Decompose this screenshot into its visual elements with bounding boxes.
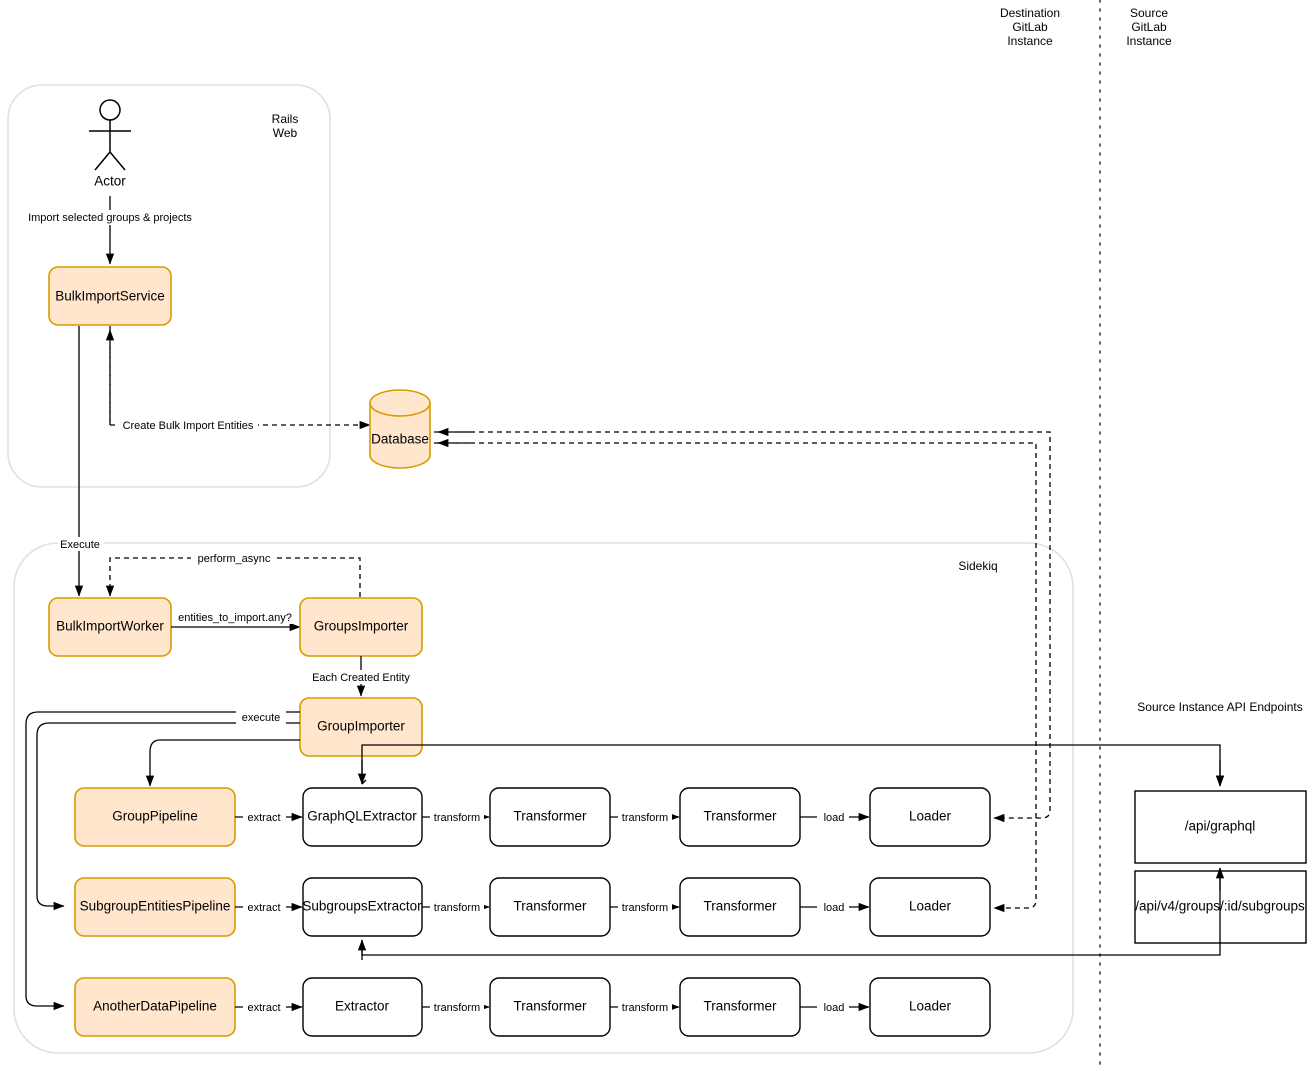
- edge-loader-r1-to-database: [434, 431, 1051, 823]
- edge-group-extract-label-bg: [243, 810, 286, 824]
- node-transformer-r3-b-label: Transformer: [703, 999, 777, 1014]
- zone-source-line3: Instance: [1126, 34, 1172, 48]
- edge-actor-to-service-label: Import selected groups & projects: [28, 212, 192, 224]
- node-group-importer[interactable]: [299, 697, 423, 757]
- node-loader-r2-label: Loader: [909, 899, 952, 914]
- zone-source-line1: Source: [1130, 6, 1168, 20]
- edge-execute-label: execute: [242, 712, 281, 724]
- node-bulk-import-service[interactable]: [48, 266, 172, 326]
- edge-graphql-extractor-to-api: [361, 744, 1225, 787]
- edge-groupimporter-to-subgroup-pipeline: [36, 722, 300, 911]
- edge-r2-transform-2-label: transform: [622, 902, 668, 914]
- node-loader-r1[interactable]: [869, 787, 991, 847]
- edge-entities-label-bg: [176, 610, 295, 624]
- edge-r2-transform-2-label-bg: [618, 900, 672, 914]
- container-sidekiq-label: Sidekiq: [958, 559, 997, 573]
- edge-each-entity-label: Each Created Entity: [312, 672, 410, 684]
- zone-source: Source GitLab Instance: [1126, 6, 1172, 48]
- node-transformer-r2-b-label: Transformer: [703, 899, 777, 914]
- edge-perform-async-label: perform_async: [198, 553, 271, 565]
- edge-r3-transform-1-label-bg: [430, 1000, 484, 1014]
- edge-r1-transform-1-label-bg: [430, 810, 484, 824]
- node-another-data-pipeline-label: AnotherDataPipeline: [93, 999, 217, 1014]
- edge-r3-transform-2-label: transform: [622, 1002, 668, 1014]
- node-transformer-r1-a-label: Transformer: [513, 809, 587, 824]
- node-loader-r3-label: Loader: [909, 999, 952, 1014]
- edge-actor-to-service-label-bg: [22, 210, 199, 225]
- edge-r3-load-label-bg: [817, 1000, 849, 1014]
- node-transformer-r1-b-label: Transformer: [703, 809, 777, 824]
- edge-r3-transform-2-label-bg: [618, 1000, 672, 1014]
- edge-r1-load-label: load: [824, 812, 845, 824]
- edge-service-to-database-label-bg: [118, 418, 258, 432]
- container-rails-web: [7, 84, 331, 488]
- node-bulk-import-worker-label: BulkImportWorker: [56, 619, 164, 634]
- edge-r3-load-label: load: [824, 1002, 845, 1014]
- node-database[interactable]: [369, 389, 431, 469]
- edge-r1-transform-2-label: transform: [622, 812, 668, 824]
- edge-group-extract-label: extract: [247, 812, 280, 824]
- edge-r2-transform-1-label-bg: [430, 900, 484, 914]
- edge-subgroup-extract-label: extract: [247, 902, 280, 914]
- node-extractor-label: Extractor: [335, 999, 390, 1014]
- node-subgroup-entities-pipeline-label: SubgroupEntitiesPipeline: [80, 899, 231, 914]
- edge-r2-load-label: load: [824, 902, 845, 914]
- edge-entities-label: entities_to_import.any?: [178, 612, 292, 624]
- edge-r1-transform-2-label-bg: [618, 810, 672, 824]
- node-bulk-import-service-label: BulkImportService: [55, 289, 165, 304]
- node-groups-importer-label: GroupsImporter: [314, 619, 409, 634]
- container-rails-web-label-line1: Rails: [272, 112, 299, 126]
- node-subgroups-extractor-label: SubgroupsExtractor: [302, 899, 422, 914]
- zone-destination-line1: Destination: [1000, 6, 1060, 20]
- edge-groupimporter-to-another-pipeline: [25, 711, 300, 1011]
- node-loader-r1-label: Loader: [909, 809, 952, 824]
- zone-destination: Destination GitLab Instance: [1000, 6, 1060, 48]
- edge-another-extract-label-bg: [243, 1000, 286, 1014]
- container-rails-web-label-line2: Web: [273, 126, 298, 140]
- node-database-label: Database: [371, 432, 429, 447]
- section-api-endpoints-label: Source Instance API Endpoints: [1137, 700, 1302, 714]
- edge-r1-transform-1-label: transform: [434, 812, 480, 824]
- container-sidekiq: [13, 542, 1074, 1054]
- edge-subgroup-extract-label-bg: [243, 900, 286, 914]
- zone-source-line2: GitLab: [1131, 20, 1167, 34]
- edge-each-entity-label-bg: [308, 670, 415, 684]
- node-graphql-extractor-label: GraphQLExtractor: [307, 809, 417, 824]
- edge-r1-load-label-bg: [817, 810, 849, 824]
- edge-r2-load-label-bg: [817, 900, 849, 914]
- node-transformer-r3-a-label: Transformer: [513, 999, 587, 1014]
- edge-r2-transform-1-label: transform: [434, 902, 480, 914]
- zone-destination-line3: Instance: [1007, 34, 1053, 48]
- node-loader-r2[interactable]: [869, 877, 991, 937]
- node-api-graphql[interactable]: [1134, 790, 1307, 864]
- node-loader-r3[interactable]: [869, 977, 991, 1037]
- actor-label: Actor: [94, 174, 126, 189]
- edge-service-to-worker-label: Execute: [60, 539, 100, 551]
- node-group-importer-label: GroupImporter: [317, 719, 405, 734]
- node-group-pipeline-label: GroupPipeline: [112, 809, 198, 824]
- edge-groupimporter-to-group-pipeline: [145, 739, 300, 787]
- node-transformer-r2-a-label: Transformer: [513, 899, 587, 914]
- edge-service-to-database-label: Create Bulk Import Entities: [123, 420, 254, 432]
- edge-perform-async-label-bg: [191, 551, 277, 565]
- zone-destination-line2: GitLab: [1012, 20, 1048, 34]
- edge-service-to-worker-label-bg: [58, 537, 104, 551]
- edge-loader-r2-to-database: [434, 442, 1037, 913]
- edge-execute-label-bg: [236, 710, 286, 724]
- actor-icon: [89, 99, 131, 171]
- edge-another-extract-label: extract: [247, 1002, 280, 1014]
- edge-service-to-database: [109, 326, 371, 430]
- node-api-graphql-label: /api/graphql: [1185, 819, 1256, 834]
- edge-r3-transform-1-label: transform: [434, 1002, 480, 1014]
